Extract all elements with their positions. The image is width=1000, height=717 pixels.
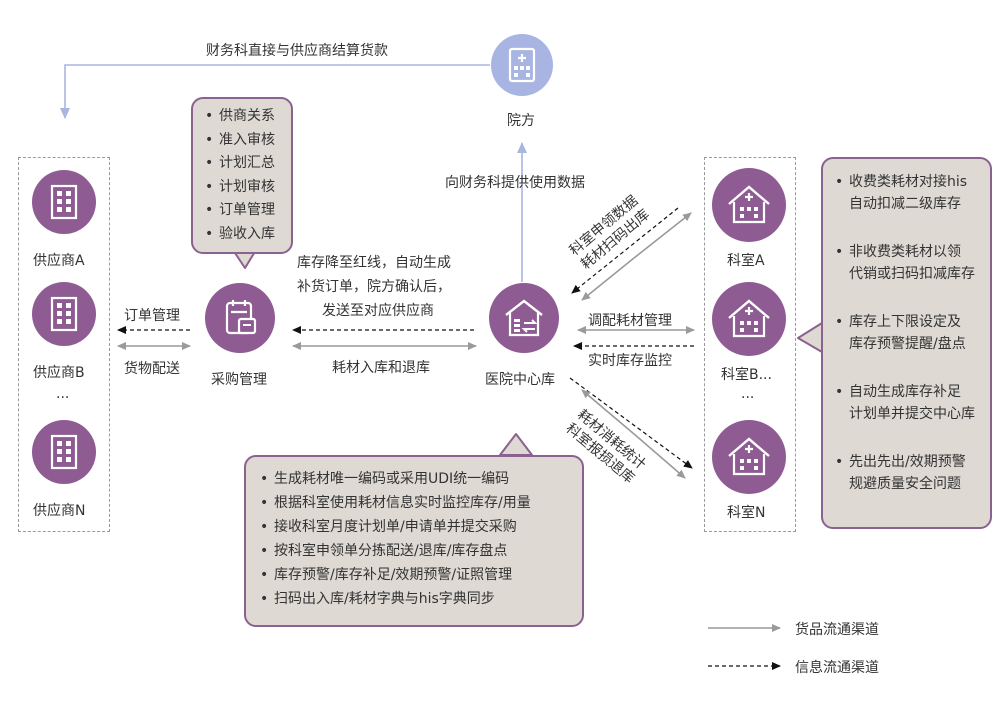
purchase-bubble-item: 验收入库 [203, 223, 291, 247]
building-icon [32, 420, 96, 484]
right-bubble-tail [797, 322, 823, 353]
dept-scan-arrow-b [581, 257, 635, 301]
clipboard-icon [205, 283, 275, 353]
suppliers-panel [18, 157, 110, 532]
delivery-label: 货物配送 [124, 361, 180, 377]
departments-panel [704, 157, 796, 532]
consume-info-arrow [569, 377, 693, 469]
settlement-arrow [60, 64, 490, 119]
dept-n-label: 科室N [727, 505, 766, 521]
purchase-bubble-item: 计划汇总 [203, 152, 291, 176]
purchase-bubble-item: 订单管理 [203, 199, 291, 223]
purchase-label: 采购管理 [211, 372, 267, 388]
center-label: 医院中心库 [485, 372, 555, 388]
allocate-label: 调配耗材管理 [588, 313, 672, 329]
replenish-text-line: 发送至对应供应商 [322, 303, 434, 319]
center-bubble-item: 根据科室使用耗材信息实时监控库存/用量 [258, 491, 582, 515]
supplier-a-label: 供应商A [33, 253, 85, 269]
center-bubble-item: 生成耗材唯一编码或采用UDI统一编码 [258, 467, 582, 491]
purchase-bubble: 供商关系 准入审核 计划汇总 计划审核 订单管理 验收入库 [191, 97, 293, 254]
warehouse-icon [489, 283, 559, 353]
order-manage-label: 订单管理 [124, 308, 180, 324]
usage-data-label: 向财务科提供使用数据 [445, 175, 585, 191]
center-bubble-item: 接收科室月度计划单/申请单并提交采购 [258, 515, 582, 539]
return-arrow-b [581, 389, 635, 435]
settlement-label: 财务科直接与供应商结算货款 [206, 43, 388, 59]
legend-goods-label: 货品流通渠道 [795, 622, 879, 638]
return-arrow-a [633, 433, 686, 479]
department-icon [712, 420, 786, 494]
hospital-icon [491, 34, 553, 96]
purchase-bubble-item: 准入审核 [203, 129, 291, 153]
department-icon [712, 282, 786, 356]
center-bubble-tail [499, 433, 533, 456]
dept-b-label: 科室B... [721, 367, 772, 383]
purchase-bubble-item: 计划审核 [203, 176, 291, 200]
supplier-b-label: 供应商B [33, 365, 85, 381]
supplier-n-label: 供应商N [33, 503, 86, 519]
hospital-label: 院方 [507, 113, 535, 129]
purchase-bubble-item: 供商关系 [203, 105, 291, 129]
replenish-text-line: 补货订单，院方确认后， [297, 279, 451, 295]
replenish-text-line: 库存降至红线，自动生成 [297, 255, 451, 271]
dept-a-label: 科室A [727, 253, 765, 269]
center-bubble: 生成耗材唯一编码或采用UDI统一编码 根据科室使用耗材信息实时监控库存/用量 接… [244, 455, 584, 627]
building-icon [32, 282, 96, 346]
department-icon [712, 168, 786, 242]
dept-apply-info-arrow [571, 207, 679, 294]
dept-scan-arrow-a [633, 212, 692, 259]
center-bubble-item: 库存预警/库存补足/效期预警/证照管理 [258, 563, 582, 587]
building-icon [32, 170, 96, 234]
legend-info-label: 信息流通渠道 [795, 660, 879, 676]
dept-ellipsis: ... [741, 386, 755, 402]
instock-label: 耗材入库和退库 [332, 360, 430, 376]
realtime-label: 实时库存监控 [588, 353, 672, 369]
center-bubble-item: 扫码出入库/耗材字典与his字典同步 [258, 587, 582, 611]
supplier-ellipsis: ... [56, 386, 70, 402]
center-bubble-item: 按科室申领单分拣配送/退库/库存盘点 [258, 539, 582, 563]
